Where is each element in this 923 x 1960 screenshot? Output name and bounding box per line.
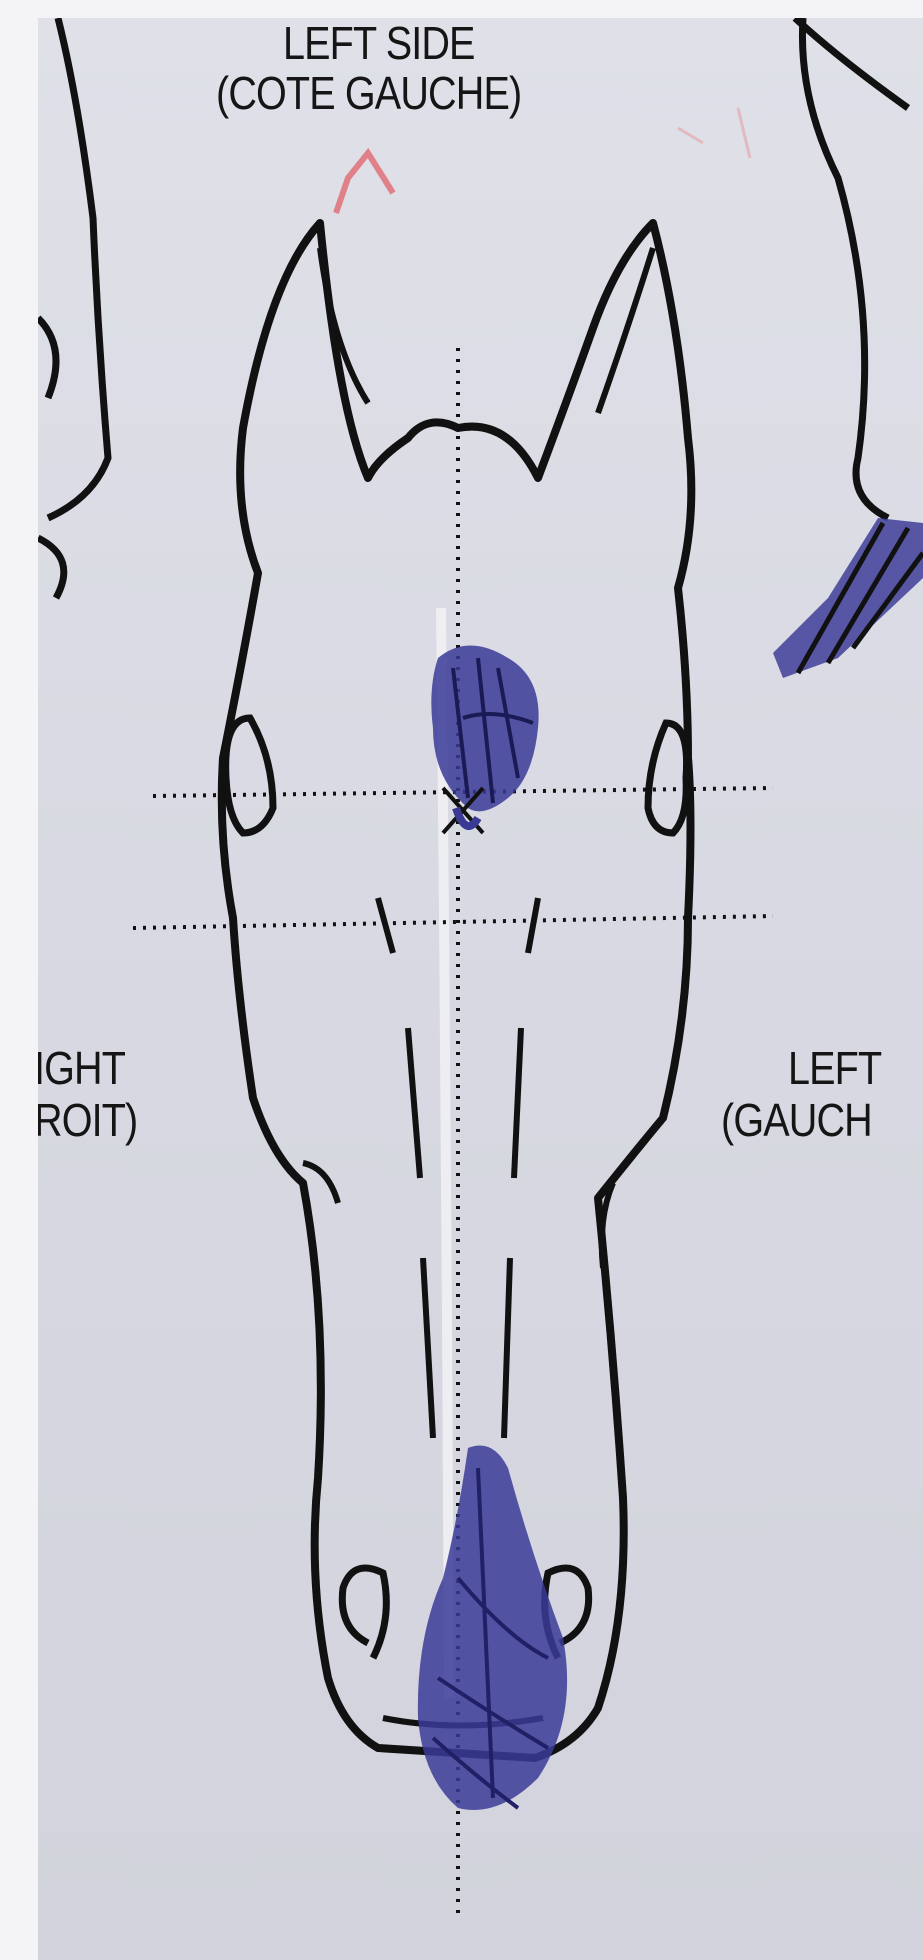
top-label-en: LEFT SIDE (283, 18, 475, 68)
neighbour-outline-left (38, 18, 108, 598)
face-contour-line (423, 1258, 433, 1438)
nostril-left (342, 1568, 386, 1658)
left-edge-label-fr: ROIT) (38, 1095, 137, 1145)
top-label-fr: (COTE GAUCHE) (216, 68, 521, 118)
neighbour-outline-right (795, 18, 908, 518)
right-edge-label-fr: (GAUCH (721, 1095, 872, 1145)
right-edge-label-en: LEFT (788, 1043, 881, 1093)
eye-right (648, 723, 687, 833)
ear-inner-line-right (598, 248, 653, 413)
face-contour-line (378, 898, 393, 953)
red-pen-mark-faint (678, 108, 750, 158)
face-contour-line (504, 1258, 510, 1438)
horse-head-diagram-photo: LEFT SIDE (COTE GAUCHE) IGHT ROIT) LEFT … (38, 18, 923, 1960)
face-contour-line (408, 1028, 420, 1178)
muzzle-marking (418, 1446, 567, 1811)
neighbour-marking-right (773, 518, 923, 678)
face-contour-line (528, 898, 538, 953)
red-pen-mark (336, 153, 393, 213)
diagram-drawing (38, 18, 923, 1960)
left-edge-label-en: IGHT (38, 1043, 125, 1093)
eye-left (226, 718, 273, 833)
face-contour-line (514, 1028, 521, 1178)
